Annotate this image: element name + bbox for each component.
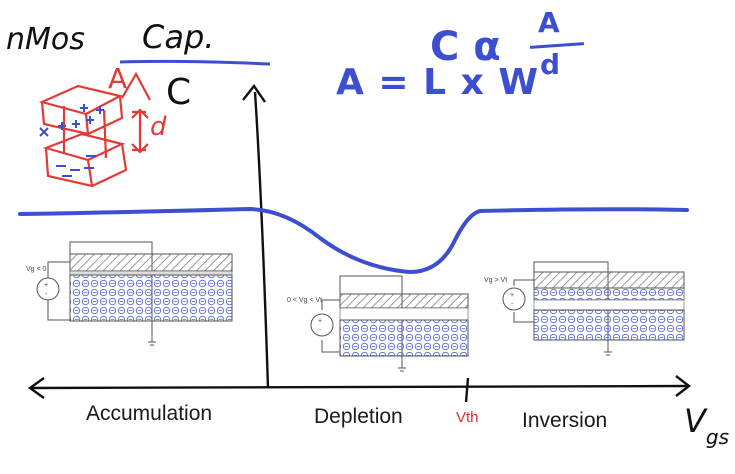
vth-label: Vth bbox=[456, 409, 479, 426]
x-axis-left-arrow bbox=[27, 377, 45, 399]
accumulation-label: Accumulation bbox=[86, 402, 213, 425]
formula-area: A = L x W bbox=[336, 62, 540, 103]
svg-text:-: - bbox=[511, 301, 514, 308]
depletion-bias: 0 < Vg < Vt bbox=[287, 297, 322, 304]
y-axis-label: C bbox=[166, 72, 192, 113]
vth-tick bbox=[464, 377, 470, 403]
inversion-diagram: + - Vg > Vt bbox=[484, 261, 685, 356]
x-axis-label-main: V bbox=[684, 402, 706, 440]
title-underline bbox=[119, 59, 271, 66]
x-axis bbox=[29, 384, 689, 390]
sketch-distance-label: d bbox=[150, 112, 167, 142]
inversion-label: Inversion bbox=[522, 409, 608, 432]
svg-text:+: + bbox=[510, 292, 514, 299]
formula-proportional: C α bbox=[430, 24, 501, 70]
x-axis-right-arrow bbox=[675, 375, 691, 397]
svg-text:-: - bbox=[319, 327, 322, 334]
accumulation-diagram: + - Vg < 0 bbox=[26, 241, 233, 346]
sketch-area-label: A bbox=[108, 62, 128, 95]
cv-curve bbox=[18, 206, 689, 275]
title-cap: Cap. bbox=[142, 18, 215, 56]
depletion-label: Depletion bbox=[314, 405, 403, 428]
svg-text:-: - bbox=[45, 291, 48, 298]
x-axis-label: Vgs bbox=[684, 402, 729, 449]
y-axis-arrow bbox=[242, 83, 266, 103]
title-nmos: nMos bbox=[6, 22, 85, 57]
accumulation-bias: Vg < 0 bbox=[26, 266, 47, 273]
svg-text:+: + bbox=[318, 318, 322, 325]
formula-numerator: A bbox=[538, 6, 560, 39]
svg-text:+: + bbox=[44, 282, 48, 289]
formula-denominator: d bbox=[540, 48, 561, 81]
x-axis-label-sub: gs bbox=[705, 425, 730, 449]
y-axis bbox=[253, 91, 270, 389]
depletion-diagram: + - 0 < Vg < Vt bbox=[287, 275, 469, 372]
charge-marks bbox=[39, 104, 104, 177]
inversion-bias: Vg > Vt bbox=[484, 277, 507, 284]
capacitor-sketch bbox=[38, 71, 151, 188]
